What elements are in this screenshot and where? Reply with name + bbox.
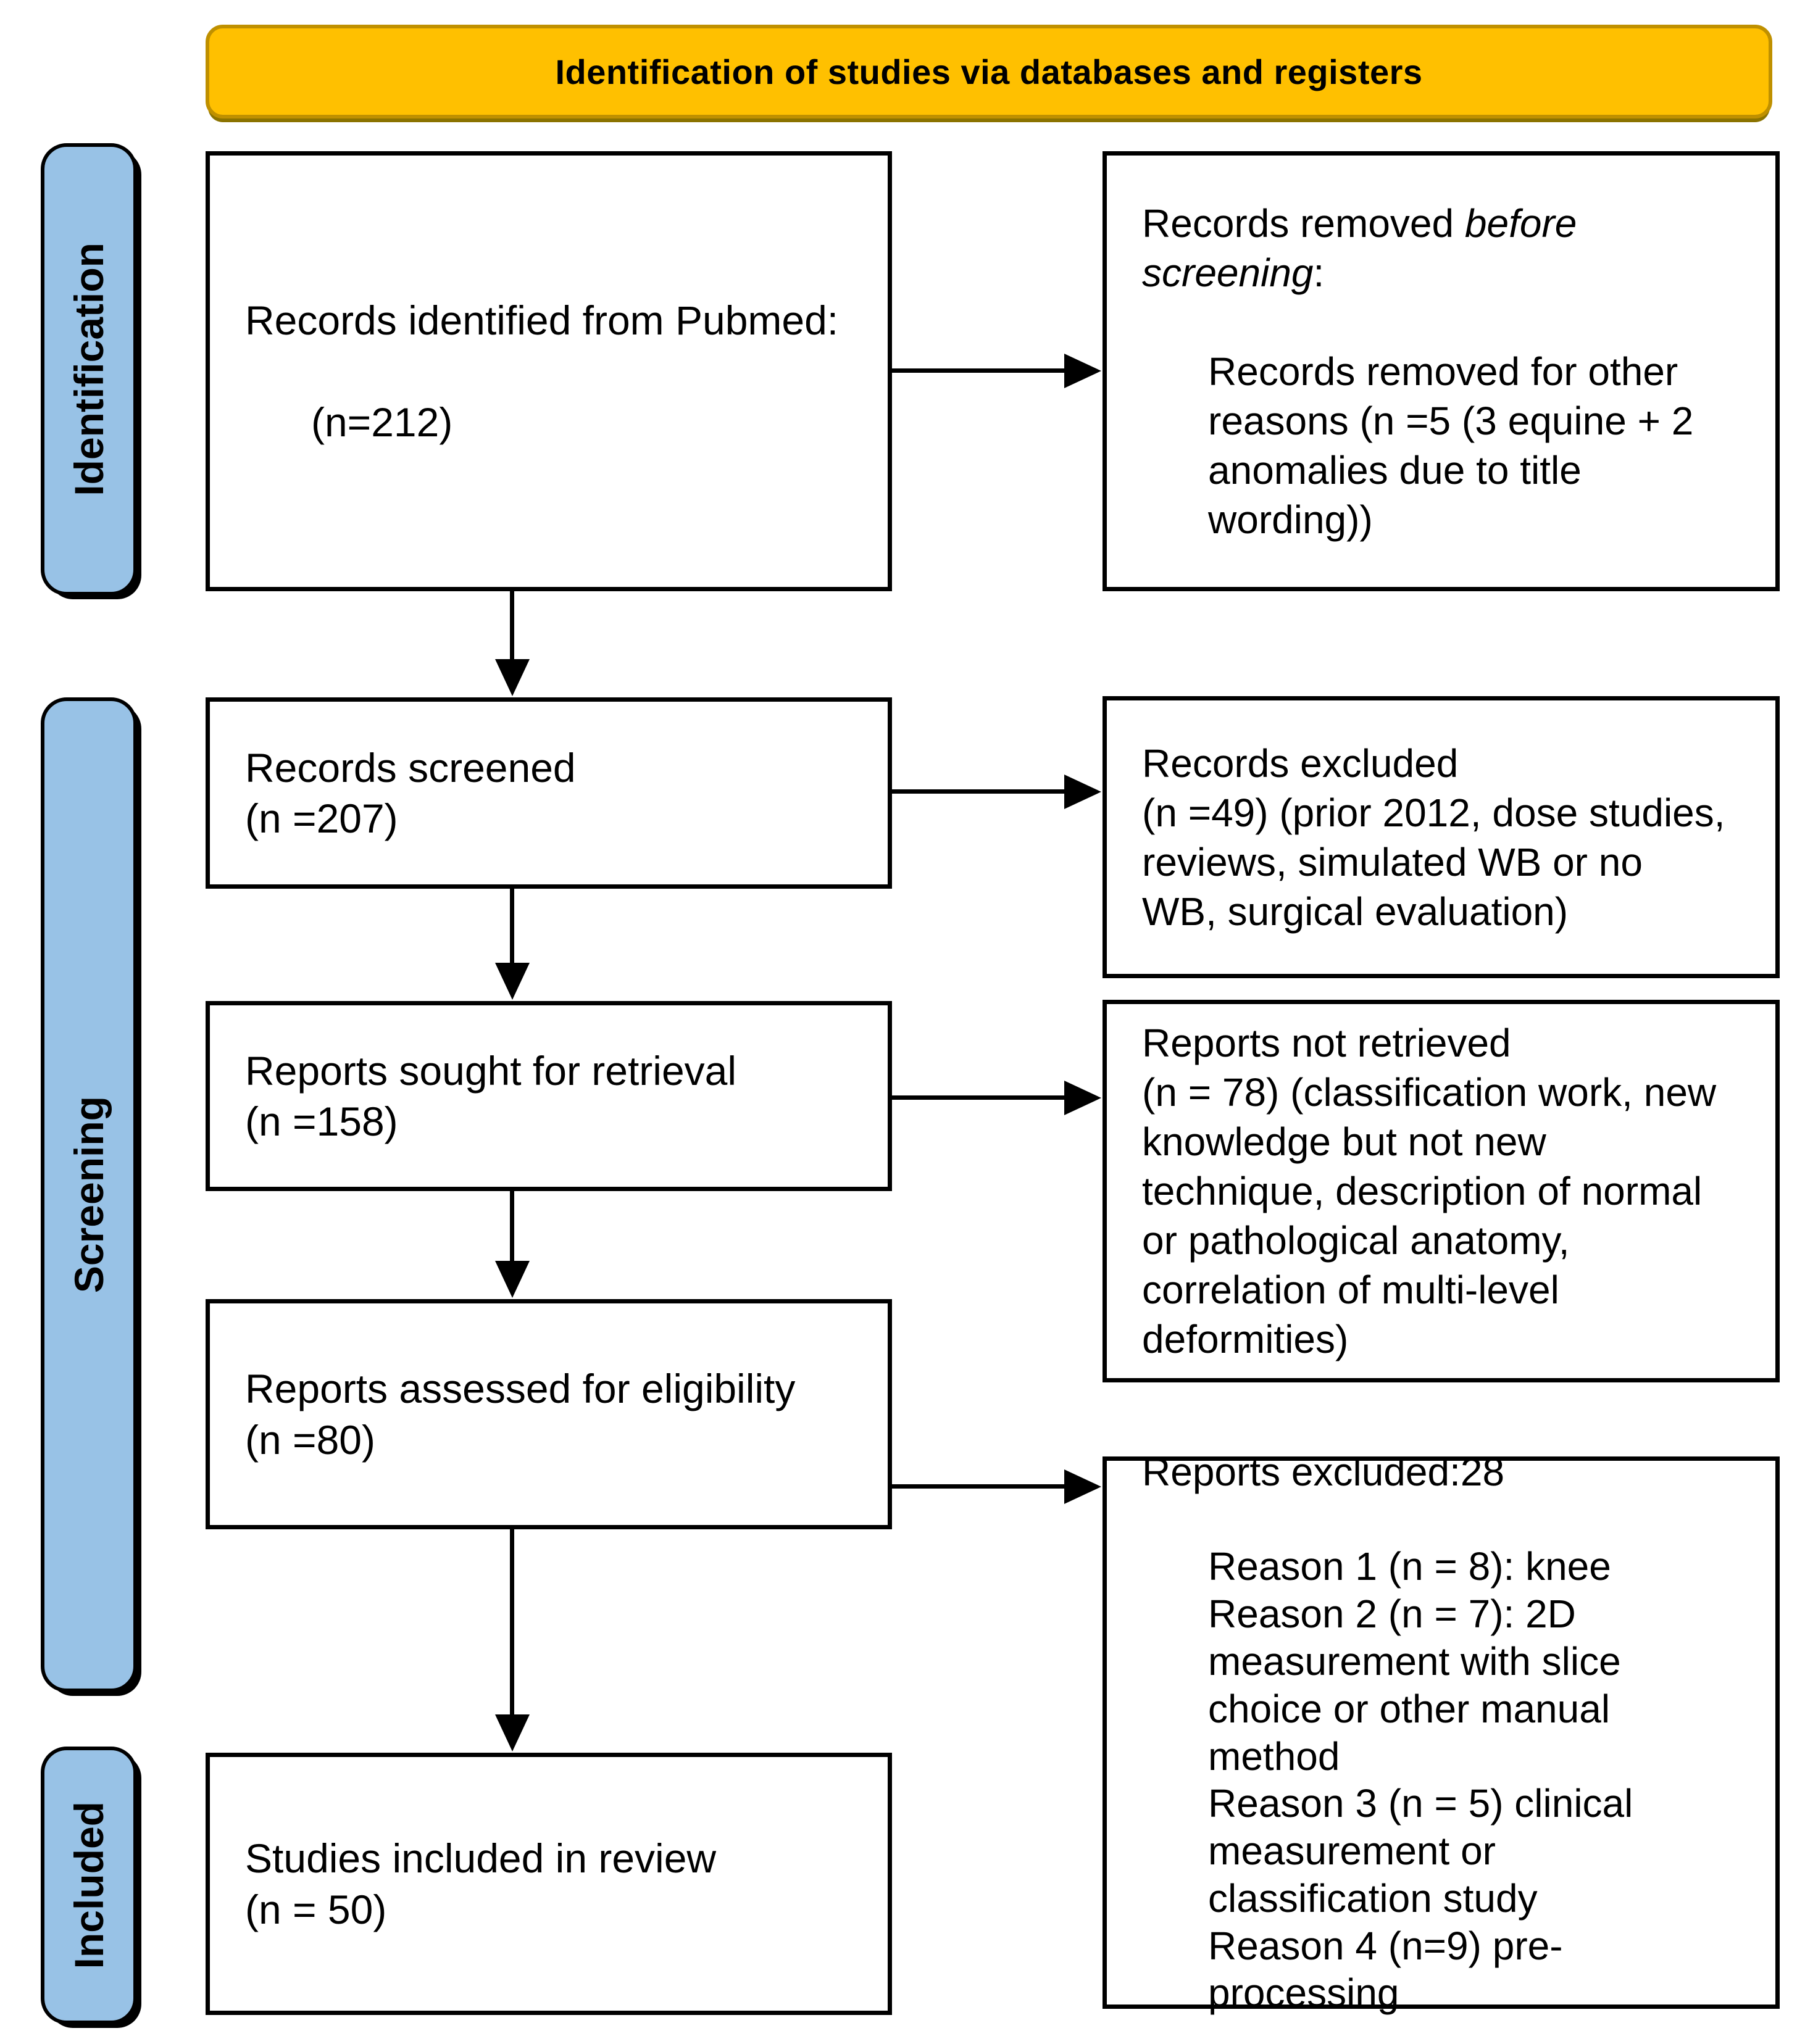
arrowhead-right-icon bbox=[1064, 1080, 1101, 1115]
box-records-identified: Records identified from Pubmed: (n=212) bbox=[206, 151, 892, 591]
box-records-identified-text: Records identified from Pubmed: (n=212) bbox=[210, 244, 851, 499]
box-records-excluded: Records excluded (n =49) (prior 2012, do… bbox=[1103, 696, 1780, 978]
stage-label-identification-text: Identification bbox=[66, 243, 112, 496]
arrow-assessed-to-reports-excluded bbox=[892, 1469, 1101, 1504]
arrowhead-down-icon bbox=[494, 1714, 530, 1751]
box-records-screened-text: Records screened (n =207) bbox=[245, 744, 576, 842]
stage-label-included: Included bbox=[41, 1747, 137, 2024]
arrow-screened-to-sought bbox=[494, 889, 530, 1000]
arrowhead-down-icon bbox=[494, 1261, 530, 1298]
box-reports-not-retrieved: Reports not retrieved (n = 78) (classifi… bbox=[1103, 1000, 1780, 1382]
box-records-removed: Records removed before screening: Record… bbox=[1103, 151, 1780, 591]
arrow-sought-to-assessed bbox=[494, 1191, 530, 1298]
records-removed-italic: before screening bbox=[1142, 201, 1577, 295]
records-identified-count: (n=212) bbox=[311, 399, 453, 445]
box-reports-excluded: Reports excluded:28 Reason 1 (n = 8): kn… bbox=[1103, 1450, 1780, 2015]
box-reports-sought-text: Reports sought for retrieval (n =158) bbox=[245, 1047, 737, 1145]
box-reports-sought: Reports sought for retrieval (n =158) bbox=[206, 1001, 892, 1191]
title-banner-text: Identification of studies via databases … bbox=[555, 52, 1423, 91]
box-reports-assessed: Reports assessed for eligibility (n =80) bbox=[206, 1299, 892, 1529]
box-records-screened: Records screened (n =207) bbox=[206, 697, 892, 889]
arrow-assessed-to-included bbox=[494, 1529, 530, 1751]
reports-excluded-heading: Reports excluded:28 bbox=[1142, 1449, 1505, 1494]
records-removed-heading: Records removed before screening: bbox=[1142, 199, 1693, 297]
stage-label-screening: Screening bbox=[41, 697, 137, 1692]
stage-label-included-text: Included bbox=[66, 1801, 112, 1969]
title-banner: Identification of studies via databases … bbox=[206, 25, 1772, 118]
arrow-sought-to-not-retrieved bbox=[892, 1080, 1101, 1115]
arrowhead-right-icon bbox=[1064, 1469, 1101, 1504]
records-identified-line1: Records identified from Pubmed: bbox=[245, 297, 839, 343]
box-reports-excluded-text: Reports excluded:28 Reason 1 (n = 8): kn… bbox=[1107, 1401, 1645, 2044]
arrowhead-down-icon bbox=[494, 659, 530, 696]
records-removed-detail: Records removed for other reasons (n =5 … bbox=[1208, 349, 1694, 542]
stage-label-identification: Identification bbox=[41, 143, 137, 596]
reports-excluded-reasons: Reason 1 (n = 8): knee Reason 2 (n = 7):… bbox=[1208, 1544, 1633, 2016]
arrowhead-right-icon bbox=[1064, 774, 1101, 809]
arrow-identified-to-removed bbox=[892, 353, 1101, 388]
arrow-identified-to-screened bbox=[494, 591, 530, 696]
arrowhead-down-icon bbox=[494, 963, 530, 1000]
box-records-excluded-text: Records excluded (n =49) (prior 2012, do… bbox=[1142, 741, 1725, 934]
box-records-removed-text: Records removed before screening: Record… bbox=[1107, 149, 1706, 594]
stage-label-screening-text: Screening bbox=[66, 1096, 112, 1294]
box-reports-assessed-text: Reports assessed for eligibility (n =80) bbox=[245, 1366, 796, 1463]
box-reports-not-retrieved-text: Reports not retrieved (n = 78) (classifi… bbox=[1142, 1021, 1717, 1361]
arrow-screened-to-excluded bbox=[892, 774, 1101, 809]
box-studies-included-text: Studies included in review (n = 50) bbox=[245, 1835, 717, 1932]
records-removed-colon: : bbox=[1313, 250, 1325, 295]
arrowhead-right-icon bbox=[1064, 353, 1101, 388]
records-removed-prefix: Records removed bbox=[1142, 201, 1465, 246]
box-studies-included: Studies included in review (n = 50) bbox=[206, 1753, 892, 2015]
